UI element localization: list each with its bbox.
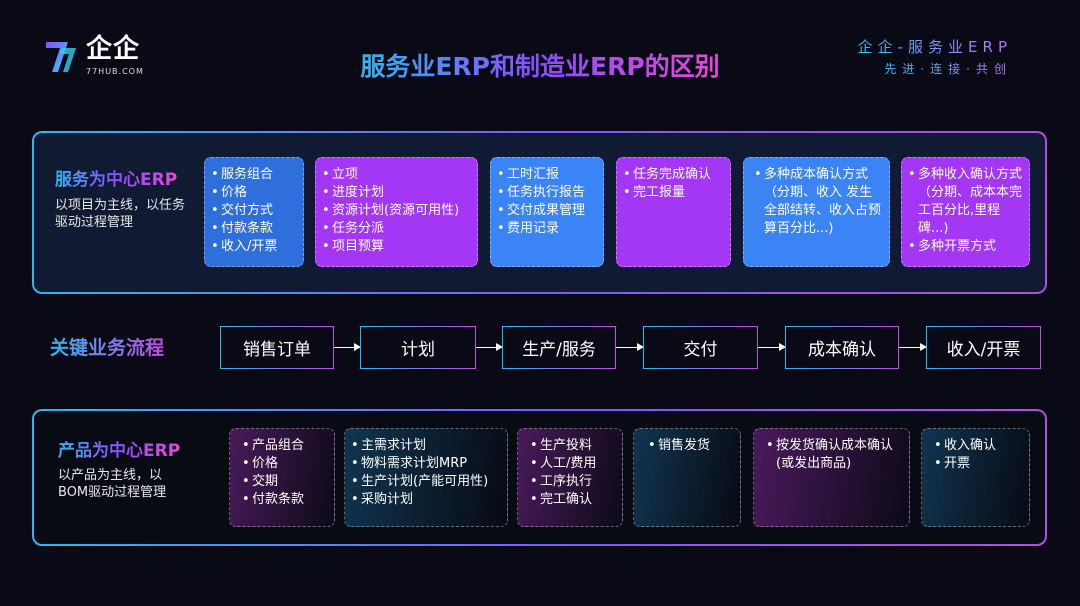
service-erp-desc: 以项目为主线，以任务驱动过程管理 (55, 198, 186, 230)
list-item: 物料需求计划MRP (351, 455, 501, 473)
logo-icon (46, 42, 76, 72)
logo-text: 企企 (86, 34, 141, 64)
service-card-4: 任务完成确认完工报量 (616, 157, 731, 267)
logo-subtext: 77HUB.COM (86, 67, 144, 76)
list-item: 项目预算 (322, 238, 471, 256)
list-item: 任务分派 (322, 220, 471, 238)
list-item: 付款条款 (211, 220, 297, 238)
list-item: 价格 (211, 184, 297, 202)
list-item: 工序执行 (530, 473, 616, 491)
list-item: 收入/开票 (211, 238, 297, 256)
list-item: 生产计划(产能可用性) (351, 473, 501, 491)
product-card-4: 销售发货 (633, 428, 741, 527)
arrow-icon (334, 343, 361, 351)
flow-step-production: 生产/服务 (502, 326, 616, 369)
list-item: 多种开票方式 (908, 238, 1023, 256)
product-card-1: 产品组合价格交期付款条款 (229, 428, 335, 527)
list-item: 价格 (242, 455, 328, 473)
service-card-5: 多种成本确认方式（分期、收入 发生全部结转、收入占预算百分比...) (743, 157, 890, 267)
list-item: 销售发货 (648, 437, 734, 455)
list-item: 交付成果管理 (497, 202, 597, 220)
list-item: 开票 (934, 455, 1023, 473)
list-item: 多种收入确认方式（分期、成本本完工百分比,里程碑...) (908, 166, 1023, 238)
list-item: 资源计划(资源可用性) (322, 202, 471, 220)
arrow-icon (758, 343, 786, 351)
list-item: 收入确认 (934, 437, 1023, 455)
list-item: 交付方式 (211, 202, 297, 220)
list-item: 进度计划 (322, 184, 471, 202)
product-erp-desc: 以产品为主线，以BOM驱动过程管理 (58, 468, 167, 500)
list-item: 交期 (242, 473, 328, 491)
flow-label: 关键业务流程 (50, 337, 165, 359)
list-item: 采购计划 (351, 491, 501, 509)
tagline-slogan: 先进·连接·共创 (884, 62, 1012, 76)
list-item: 付款条款 (242, 491, 328, 509)
page-title: 服务业ERP和制造业ERP的区别 (360, 52, 720, 81)
product-card-5: 按发货确认成本确认(或发出商品) (753, 428, 910, 527)
list-item: 立项 (322, 166, 471, 184)
product-card-2: 主需求计划物料需求计划MRP生产计划(产能可用性)采购计划 (344, 428, 508, 527)
service-card-6: 多种收入确认方式（分期、成本本完工百分比,里程碑...)多种开票方式 (901, 157, 1030, 267)
list-item: 人工/费用 (530, 455, 616, 473)
arrow-icon (899, 343, 927, 351)
list-item: 费用记录 (497, 220, 597, 238)
list-item: 生产投料 (530, 437, 616, 455)
service-card-1: 服务组合价格交付方式付款条款收入/开票 (204, 157, 304, 267)
list-item: 完工确认 (530, 491, 616, 509)
flow-step-cost: 成本确认 (785, 326, 899, 369)
tagline-brand: 企企-服务业ERP (857, 38, 1012, 56)
list-item: 服务组合 (211, 166, 297, 184)
service-card-2: 立项进度计划资源计划(资源可用性)任务分派项目预算 (315, 157, 478, 267)
list-item: 完工报量 (623, 184, 724, 202)
flow-step-revenue: 收入/开票 (926, 326, 1041, 369)
list-item: 任务执行报告 (497, 184, 597, 202)
arrow-icon (476, 343, 503, 351)
list-item: 工时汇报 (497, 166, 597, 184)
service-card-3: 工时汇报任务执行报告交付成果管理费用记录 (490, 157, 604, 267)
product-card-6: 收入确认开票 (921, 428, 1030, 527)
service-erp-title: 服务为中心ERP (55, 170, 178, 190)
arrow-icon (616, 343, 644, 351)
flow-step-delivery: 交付 (643, 326, 758, 369)
list-item: 任务完成确认 (623, 166, 724, 184)
list-item: 按发货确认成本确认(或发出商品) (766, 437, 903, 473)
list-item: 产品组合 (242, 437, 328, 455)
flow-step-plan: 计划 (360, 326, 476, 369)
product-erp-title: 产品为中心ERP (58, 441, 181, 461)
product-card-3: 生产投料人工/费用工序执行完工确认 (517, 428, 623, 527)
list-item: 主需求计划 (351, 437, 501, 455)
list-item: 多种成本确认方式（分期、收入 发生全部结转、收入占预算百分比...) (754, 166, 883, 238)
flow-step-sales-order: 销售订单 (220, 326, 334, 369)
